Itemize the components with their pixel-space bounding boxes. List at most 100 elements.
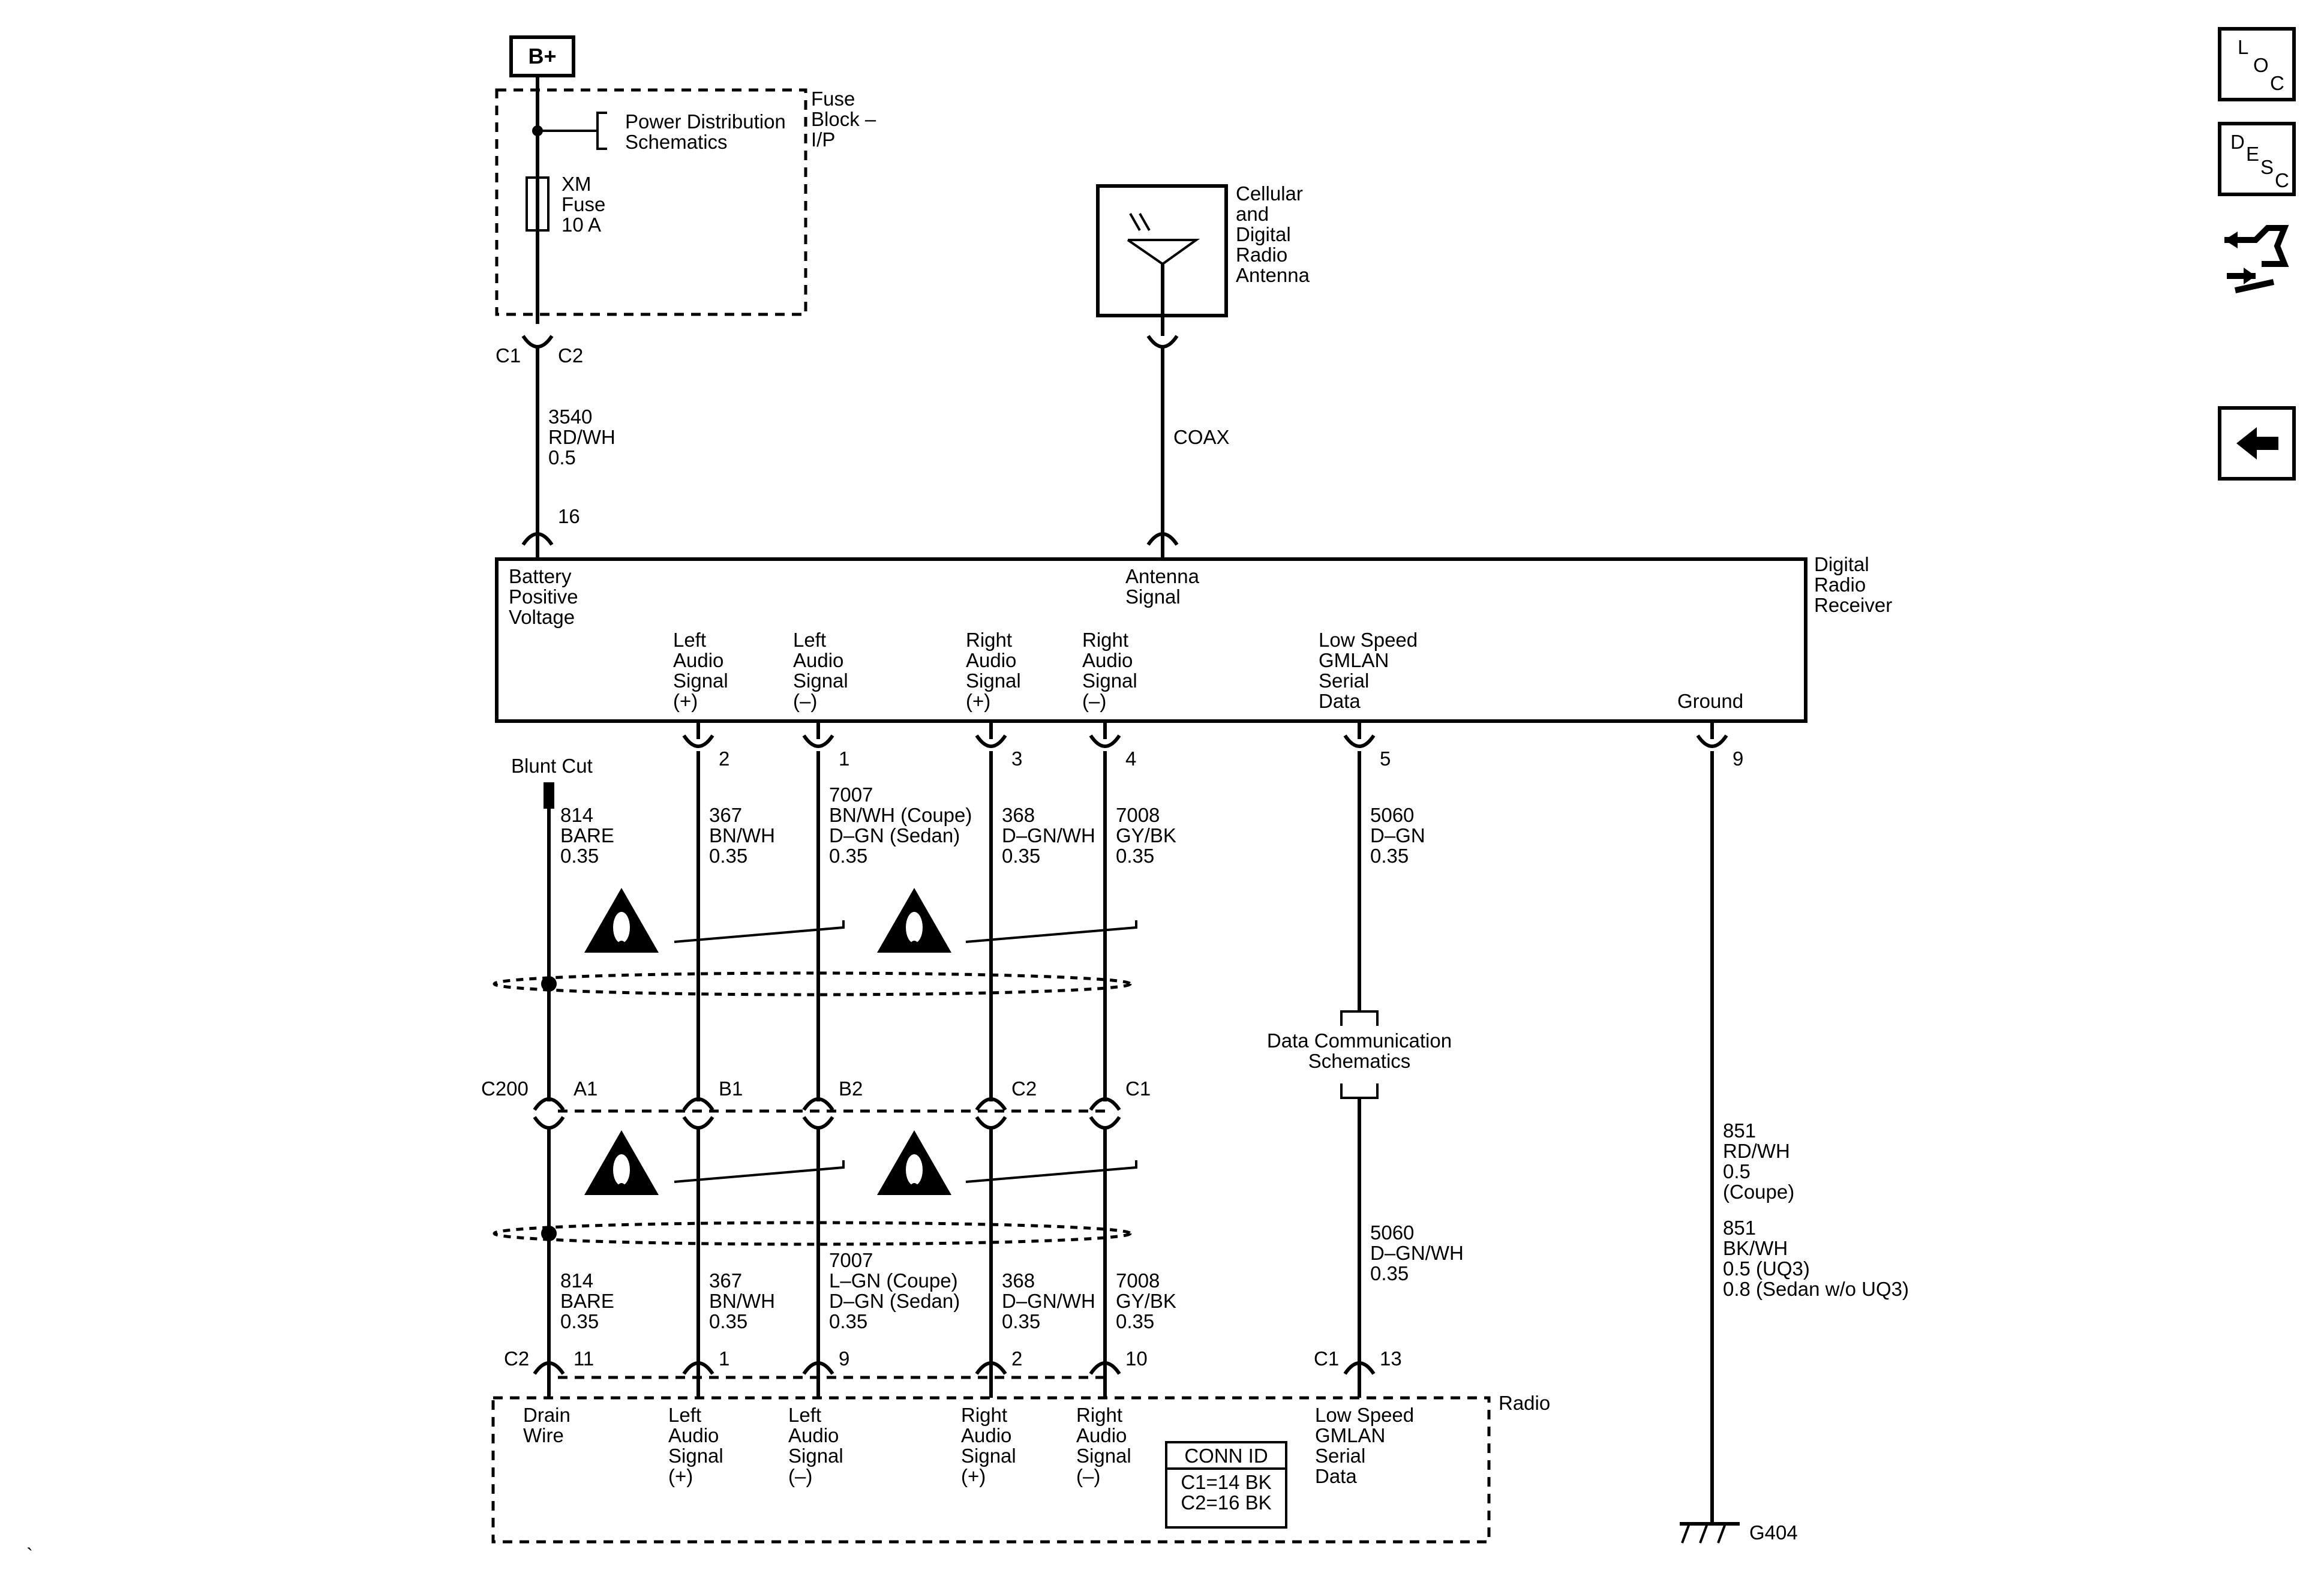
svg-text:0.8 (Sedan w/o UQ3): 0.8 (Sedan w/o UQ3) [1723, 1278, 1909, 1300]
svg-text:E: E [2246, 143, 2259, 165]
svg-text:Signal: Signal [966, 670, 1021, 692]
power-dist-ref[interactable]: Power Distribution Schematics [625, 110, 786, 153]
svg-text:D–GN (Sedan): D–GN (Sedan) [829, 824, 960, 846]
svg-text:D–GN/WH: D–GN/WH [1002, 824, 1095, 846]
antenna-connector [1146, 335, 1179, 349]
wire-3540-label: 3540 RD/WH 0.5 [548, 406, 615, 469]
shield-drain-symbol [493, 971, 1132, 996]
warning-icon [584, 1130, 659, 1195]
svg-text:C: C [2270, 72, 2284, 94]
upper-wires [547, 751, 1714, 1524]
conn-c1-label: C1 [496, 344, 521, 367]
fuse-block-label: Fuse Block – I/P [811, 88, 876, 151]
svg-text:367: 367 [709, 804, 742, 826]
svg-text:D–GN/WH: D–GN/WH [1370, 1242, 1464, 1264]
svg-text:368: 368 [1002, 804, 1035, 826]
svg-text:Audio: Audio [966, 649, 1016, 671]
back-arrow-icon [2236, 427, 2278, 460]
svg-text:Right: Right [961, 1404, 1007, 1426]
svg-text:RD/WH: RD/WH [548, 426, 615, 448]
power-source: B+ [509, 35, 575, 77]
wire-7007-upper-label: 7007 BN/WH (Coupe) D–GN (Sedan) 0.35 [829, 784, 972, 867]
radio-pin-10: 10 [1125, 1347, 1148, 1370]
radio-c2-label: C2 [504, 1347, 529, 1370]
location-button[interactable]: L O C [2218, 27, 2296, 101]
pin-1-label: 1 [839, 748, 849, 770]
svg-text:Audio: Audio [793, 649, 843, 671]
svg-text:Positive: Positive [509, 586, 578, 608]
svg-text:Ground: Ground [1677, 690, 1743, 712]
svg-text:Schematics: Schematics [1308, 1050, 1411, 1072]
warning-icon [877, 1130, 951, 1195]
receiver-name: Digital Radio Receiver [1814, 553, 1892, 616]
conn-c2-label: C2 [558, 344, 583, 367]
connector-end-view-icon[interactable] [2224, 225, 2289, 293]
svg-text:Digital: Digital [1236, 223, 1291, 245]
svg-text:L: L [2238, 36, 2248, 58]
pin-4-label: 4 [1125, 748, 1136, 770]
svg-text:(Coupe): (Coupe) [1723, 1181, 1794, 1203]
svg-text:Antenna: Antenna [1236, 264, 1310, 286]
svg-text:and: and [1236, 203, 1269, 225]
digital-radio-receiver-box [495, 557, 1807, 723]
conn-id-table: CONN ID C1=14 BK C2=16 BK [1165, 1441, 1287, 1529]
svg-text:GY/BK: GY/BK [1116, 824, 1176, 846]
svg-text:0.35: 0.35 [560, 845, 599, 867]
svg-text:C: C [2275, 169, 2289, 191]
warning-icon [877, 888, 951, 953]
radio-pin-left-plus-label: Left Audio Signal (+) [668, 1404, 723, 1487]
c200-pin-a1: A1 [574, 1077, 597, 1100]
twisted-pair-symbol [674, 1160, 1137, 1183]
c200-connectors [533, 1097, 1121, 1130]
svg-text:0.35: 0.35 [1002, 845, 1040, 867]
receiver-antenna-connector [1146, 532, 1179, 546]
svg-text:368: 368 [1002, 1269, 1035, 1292]
svg-text:Left: Left [793, 629, 826, 651]
svg-text:L–GN (Coupe): L–GN (Coupe) [829, 1269, 958, 1292]
svg-text:Audio: Audio [668, 1424, 719, 1446]
svg-text:CONN ID: CONN ID [1184, 1445, 1268, 1467]
back-button[interactable] [2218, 406, 2296, 481]
radio-pin-13: 13 [1380, 1347, 1402, 1370]
radio-pin-gmlan-label: Low Speed GMLAN Serial Data [1315, 1404, 1414, 1487]
svg-text:Drain: Drain [523, 1404, 571, 1426]
receiver-pin-connectors [682, 721, 1728, 748]
fuse-connector-symbol [521, 335, 554, 349]
svg-text:Left: Left [788, 1404, 821, 1426]
radio-boundary [491, 1396, 1491, 1544]
radio-c1-label: C1 [1314, 1347, 1339, 1370]
svg-text:XM: XM [562, 173, 591, 195]
wire-368-lower-label: 368 D–GN/WH 0.35 [1002, 1269, 1095, 1332]
svg-text:(–): (–) [1076, 1465, 1100, 1487]
svg-text:0.35: 0.35 [1370, 845, 1409, 867]
pin-16-label: 16 [558, 505, 580, 527]
svg-text:10 A: 10 A [562, 214, 601, 236]
receiver-pin-right-audio-plus: Right Audio Signal (+) [966, 629, 1021, 712]
wire-5060-upper-label: 5060 D–GN 0.35 [1370, 804, 1425, 867]
svg-text:Radio: Radio [1236, 244, 1287, 266]
receiver-pin-left-audio-plus: Left Audio Signal (+) [673, 629, 728, 712]
svg-text:Right: Right [966, 629, 1012, 651]
radio-label: Radio [1499, 1392, 1550, 1414]
b-plus-box [509, 35, 575, 77]
svg-text:BARE: BARE [560, 1290, 614, 1312]
svg-text:GMLAN: GMLAN [1319, 649, 1389, 671]
svg-text:BN/WH: BN/WH [709, 1290, 775, 1312]
svg-text:Audio: Audio [1076, 1424, 1127, 1446]
warning-icon [584, 888, 659, 953]
blunt-cut-symbol [544, 782, 554, 809]
lower-wires [547, 1098, 1361, 1362]
data-comm-ref[interactable]: Data Communication Schematics [1267, 1029, 1452, 1072]
svg-text:(–): (–) [793, 690, 817, 712]
description-button[interactable]: D E S C [2218, 122, 2296, 196]
svg-text:Signal: Signal [1082, 670, 1137, 692]
svg-text:Left: Left [673, 629, 706, 651]
svg-text:Left: Left [668, 1404, 701, 1426]
blunt-cut-label: Blunt Cut [511, 755, 593, 777]
svg-text:0.35: 0.35 [560, 1310, 599, 1332]
wire-851-label: 851 RD/WH 0.5 (Coupe) 851 BK/WH 0.5 (UQ3… [1723, 1119, 1909, 1300]
stray-mark: ` [26, 1544, 33, 1566]
receiver-pin-gmlan: Low Speed GMLAN Serial Data [1319, 629, 1418, 712]
svg-text:Battery: Battery [509, 565, 572, 587]
